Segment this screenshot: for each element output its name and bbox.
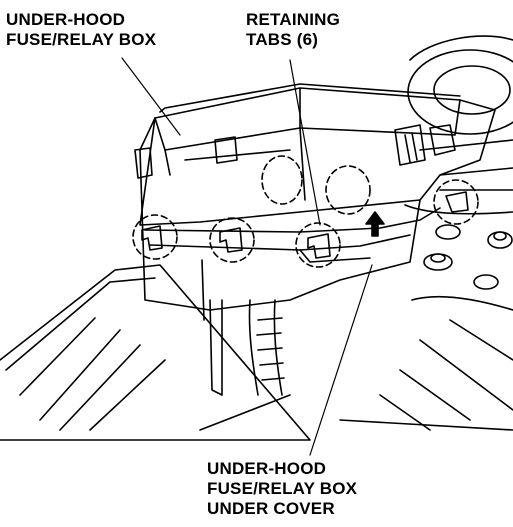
retaining-tab-details — [141, 191, 469, 259]
retaining-tabs-label-line1: RETAINING — [246, 10, 341, 29]
battery-shape — [0, 264, 311, 441]
under-cover-label-line1: UNDER-HOOD — [207, 459, 327, 478]
fuse-box-label: UNDER-HOOD FUSE/RELAY BOX — [6, 10, 156, 50]
leader-fuse-box — [121, 57, 181, 136]
under-cover-label-line3: UNDER COVER — [207, 499, 335, 518]
under-cover-label: UNDER-HOOD FUSE/RELAY BOX UNDER COVER — [207, 459, 357, 519]
tab-location-circles — [132, 155, 479, 268]
fuse-box-body — [134, 83, 496, 396]
retaining-tabs-label-line2: TABS (6) — [246, 30, 319, 49]
fuse-box-label-line1: UNDER-HOOD — [6, 10, 126, 29]
fuse-box-label-line2: FUSE/RELAY BOX — [6, 30, 157, 49]
retaining-tabs-label: RETAINING TABS (6) — [246, 10, 340, 50]
engine-background — [339, 35, 513, 431]
leader-under-cover — [309, 264, 373, 456]
leader-tabs — [289, 59, 321, 226]
under-cover-label-line2: FUSE/RELAY BOX — [207, 479, 358, 498]
lift-direction-arrow — [365, 211, 385, 237]
leader-lines — [121, 57, 373, 456]
